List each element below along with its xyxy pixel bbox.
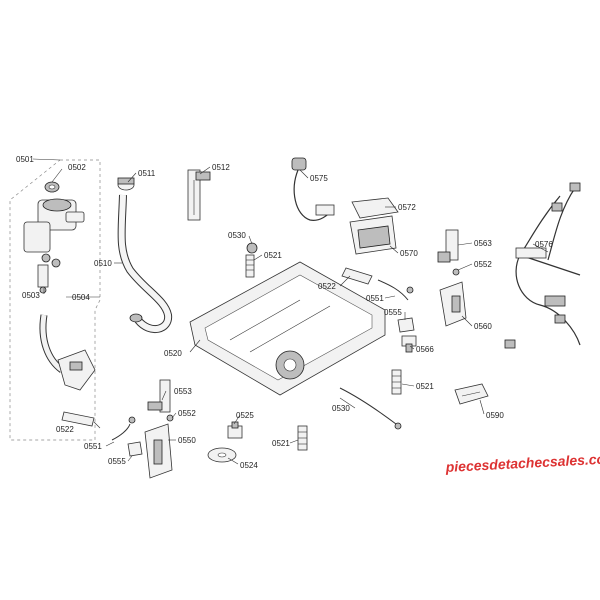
part-0504-drawing (39, 314, 96, 391)
part-0551b-drawing (377, 279, 414, 301)
label-0530-lower: 0530 (332, 404, 350, 413)
label-0555-right: 0555 (384, 308, 402, 317)
label-0570: 0570 (400, 249, 418, 258)
part-0560-drawing (439, 281, 467, 327)
part-0590-drawing (454, 383, 489, 405)
label-0520: 0520 (164, 349, 182, 358)
label-0575: 0575 (310, 174, 328, 183)
part-0553-drawing (147, 379, 171, 413)
label-0522-left: 0522 (56, 425, 74, 434)
part-labels: 0501 0502 0503 0504 0510 0511 0512 0520 … (16, 155, 553, 470)
label-0512: 0512 (212, 163, 230, 172)
part-0552a-drawing (166, 414, 174, 422)
label-0560: 0560 (474, 322, 492, 331)
part-0512-drawing (187, 169, 211, 221)
label-0550: 0550 (178, 436, 196, 445)
label-0552-left: 0552 (178, 409, 196, 418)
part-0524-drawing (207, 447, 237, 463)
label-0555-left: 0555 (108, 457, 126, 466)
part-0520-drawing (189, 261, 386, 396)
part-0550-drawing (144, 423, 173, 479)
part-0572-drawing (351, 197, 399, 219)
label-0502: 0502 (68, 163, 86, 172)
assembly-0501-boundary (9, 159, 101, 441)
part-0552b-drawing (452, 268, 460, 276)
label-0551-right: 0551 (366, 294, 384, 303)
label-0563: 0563 (474, 239, 492, 248)
part-0570-drawing (349, 215, 397, 255)
part-0530a-drawing (246, 242, 258, 254)
part-0522a-drawing (61, 411, 95, 427)
part-0522b-drawing (341, 267, 373, 285)
part-0501-drawing (23, 198, 85, 263)
part-0503-drawing (37, 258, 61, 294)
label-0552-right: 0552 (474, 260, 492, 269)
label-0521-upper: 0521 (264, 251, 282, 260)
label-0553: 0553 (174, 387, 192, 396)
part-0530b-drawing (339, 387, 402, 430)
part-0511-drawing (117, 177, 135, 191)
label-0551-left: 0551 (84, 442, 102, 451)
label-0501: 0501 (16, 155, 34, 164)
label-0576: 0576 (535, 240, 553, 249)
label-0511: 0511 (138, 169, 156, 178)
part-0521c-drawing (297, 425, 308, 451)
part-0576-drawing (504, 182, 581, 349)
label-0521-right: 0521 (416, 382, 434, 391)
part-0555b-drawing (397, 317, 415, 333)
label-0524: 0524 (240, 461, 258, 470)
label-0572: 0572 (398, 203, 416, 212)
label-0590: 0590 (486, 411, 504, 420)
leader-lines (32, 158, 549, 465)
part-0575-drawing (291, 157, 335, 221)
label-0503: 0503 (22, 291, 40, 300)
label-0504: 0504 (72, 293, 90, 302)
part-0521b-drawing (391, 369, 402, 395)
label-0566: 0566 (416, 345, 434, 354)
part-0566-drawing (401, 335, 417, 353)
part-0521a-drawing (245, 254, 255, 278)
label-0522-right: 0522 (318, 282, 336, 291)
part-0502-drawing (44, 181, 60, 193)
part-0551a-drawing (111, 416, 136, 441)
part-0525-drawing (227, 421, 243, 439)
label-0521-lower: 0521 (272, 439, 290, 448)
label-0510: 0510 (94, 259, 112, 268)
part-0563-drawing (437, 229, 459, 263)
label-0530-upper: 0530 (228, 231, 246, 240)
part-0510-drawing (117, 194, 173, 333)
label-0525: 0525 (236, 411, 254, 420)
watermark: piecesdetachecsales.com (444, 450, 600, 475)
part-0555a-drawing (127, 441, 143, 457)
